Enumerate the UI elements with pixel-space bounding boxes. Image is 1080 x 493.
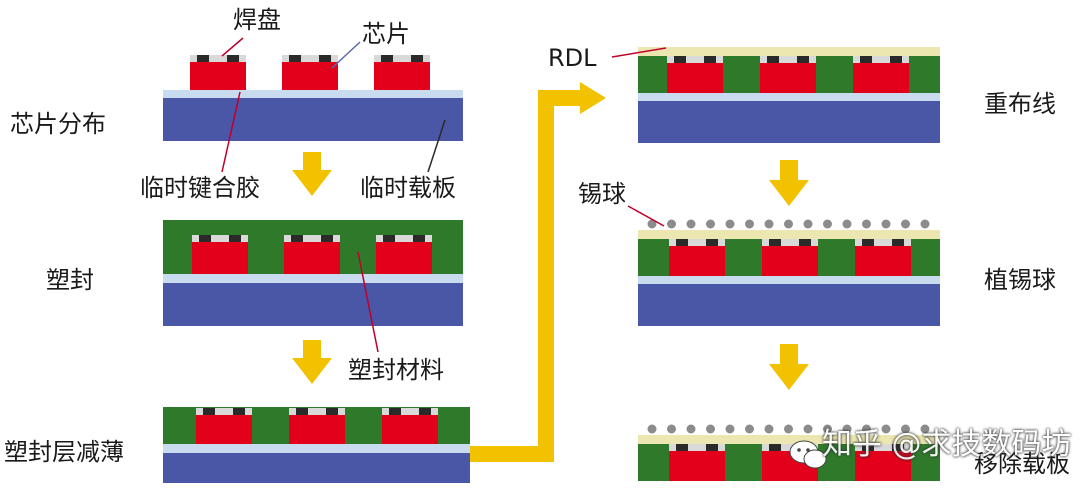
molding-thinning-label: 塑封层减薄 — [4, 438, 124, 466]
chip — [855, 239, 911, 276]
chip-distribution-label: 芯片分布 — [10, 110, 106, 138]
chip — [382, 408, 438, 444]
chip — [667, 56, 723, 93]
chip — [669, 444, 725, 481]
solder-ball — [823, 424, 832, 434]
down-arrow-icon — [769, 344, 809, 390]
solder-ball — [862, 219, 871, 229]
temp-bonding-glue — [638, 93, 940, 101]
solder-ball — [842, 219, 852, 229]
solder-ball — [901, 219, 910, 229]
chip — [284, 235, 340, 274]
solder-ball — [725, 219, 735, 229]
temp-bonding-glue-label: 临时键合胶 — [140, 174, 260, 202]
chip-leader — [331, 41, 361, 69]
temp-bonding-glue — [638, 276, 940, 284]
temp-bonding-glue — [163, 90, 463, 98]
solder-balls — [647, 219, 930, 229]
solder-ball — [667, 219, 676, 229]
wechat-icon — [789, 440, 827, 469]
pad-leader — [221, 37, 244, 57]
rdl-layer — [638, 230, 940, 239]
mold-leader — [357, 251, 379, 353]
chip-label: 芯片 — [362, 20, 410, 48]
solder-ball — [823, 219, 832, 229]
chip — [374, 55, 430, 90]
temp-bonding-glue — [163, 444, 470, 453]
solder-ball — [647, 219, 657, 229]
rdl-layer — [638, 47, 940, 56]
remove-carrier-label: 移除载板 — [974, 450, 1070, 478]
watermark: 知乎 @求技数码坊 — [822, 427, 1072, 462]
solder-ball-label: 锡球 — [578, 180, 626, 208]
solder-ball — [686, 424, 696, 434]
chip — [762, 239, 818, 276]
chip — [196, 408, 252, 444]
rdl-leader — [611, 47, 667, 58]
chip — [853, 56, 909, 93]
solder-ball — [686, 219, 696, 229]
temp-carrier — [638, 101, 940, 143]
stage-redistribution — [611, 47, 940, 143]
solder-ball — [647, 424, 657, 434]
temp-carrier — [163, 283, 463, 326]
solder-ball — [667, 424, 676, 434]
temp-carrier — [638, 284, 940, 326]
stage-thinning — [163, 407, 470, 483]
temp-carrier — [163, 453, 470, 483]
rdl-layer — [638, 435, 940, 444]
redistribution-label: 重布线 — [984, 90, 1056, 118]
chip — [855, 444, 911, 481]
chip — [282, 55, 338, 90]
stage-molding — [163, 220, 463, 353]
chip — [376, 235, 432, 274]
stage-remove-carrier — [638, 424, 940, 481]
carrier-leader — [427, 119, 446, 173]
solder-ball — [881, 219, 891, 229]
solder-ball — [842, 424, 852, 434]
down-arrow-icon — [292, 340, 332, 384]
glue-leader — [221, 91, 241, 173]
solder-ball-leader — [627, 205, 665, 227]
molding-material-label: 塑封材料 — [348, 356, 444, 384]
pad-label: 焊盘 — [233, 6, 281, 34]
solder-ball — [706, 219, 715, 229]
chip — [289, 408, 345, 444]
chip — [190, 55, 246, 90]
temp-carrier — [163, 98, 463, 141]
solder-ball — [764, 424, 774, 434]
solder-ball — [920, 219, 930, 229]
chip — [669, 239, 725, 276]
stage-ball-mounting — [627, 205, 940, 326]
stage-chip-distribution — [163, 37, 463, 173]
chip — [192, 235, 248, 274]
solder-ball — [901, 424, 910, 434]
solder-ball — [784, 424, 793, 434]
temp-carrier-label: 临时载板 — [360, 174, 456, 202]
chip — [760, 56, 816, 93]
solder-balls — [647, 424, 930, 434]
solder-ball — [920, 424, 930, 434]
down-arrow-icon — [769, 160, 809, 206]
ball-mounting-label: 植锡球 — [984, 266, 1056, 294]
solder-ball — [745, 424, 754, 434]
solder-ball — [803, 424, 813, 434]
temp-bonding-glue — [163, 274, 463, 283]
solder-ball — [725, 424, 735, 434]
solder-ball — [764, 219, 774, 229]
solder-ball — [803, 219, 813, 229]
down-arrow-icon — [292, 152, 332, 196]
solder-ball — [862, 424, 871, 434]
solder-ball — [784, 219, 793, 229]
solder-ball — [745, 219, 754, 229]
solder-ball — [881, 424, 891, 434]
rdl-label: RDL — [548, 44, 597, 72]
solder-ball — [706, 424, 715, 434]
right-arrow-icon — [470, 82, 606, 462]
molding-label: 塑封 — [46, 266, 94, 294]
